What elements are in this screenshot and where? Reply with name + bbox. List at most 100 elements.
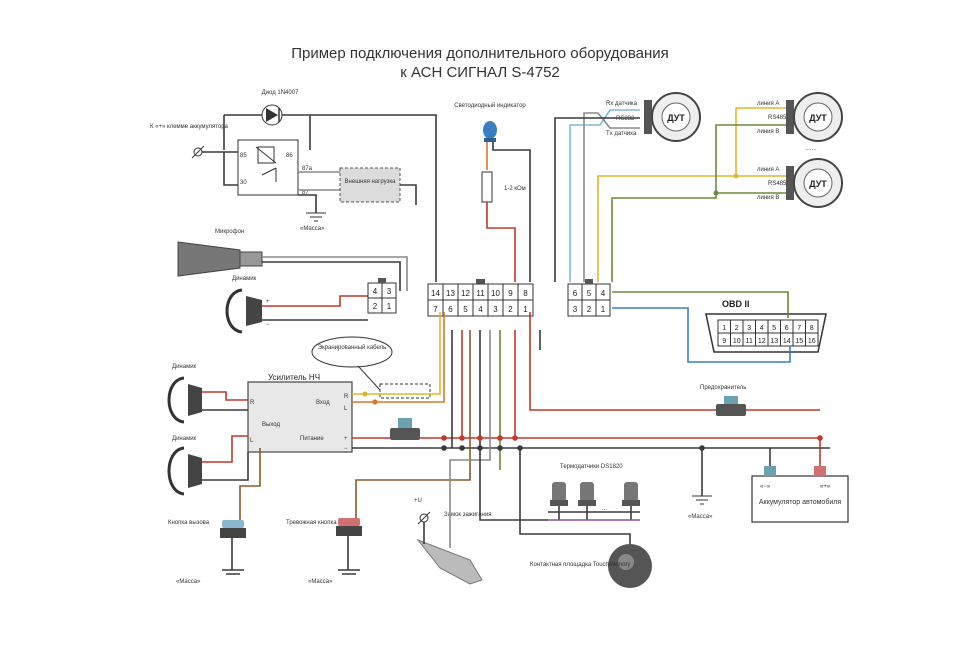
led-label: Светодиодный индикатор — [454, 102, 526, 109]
thermo-label: Термодатчики DS1820 — [560, 464, 623, 470]
relay-ground-label: «Масса» — [300, 226, 325, 232]
battery: «−» «+» Аккумулятор автомобиля — [751, 466, 849, 523]
dut-left-line-rx: Rx датчика — [606, 101, 638, 107]
main-connector-pin-10: 10 — [491, 289, 500, 298]
diagram-title-line2: к АСН СИГНАЛ S-4752 — [400, 64, 560, 81]
dut-left-line-tx: Tx датчика — [606, 131, 637, 137]
amplifier-output: Выход — [262, 422, 280, 428]
call-button: Кнопка вызова «Масса» — [168, 448, 261, 585]
amplifier-title: Усилитель НЧ — [268, 373, 320, 382]
amplifier-input-l: L — [344, 406, 348, 412]
dut-right-sensor-1: линия А RS485 линия В ДУТ ....... — [757, 92, 843, 152]
obd-pin-10: 10 — [733, 338, 741, 345]
main-connector-pin-2: 2 — [508, 305, 513, 314]
led-indicator: Светодиодный индикатор 1-2 кОм — [454, 102, 531, 282]
external-load-label: Внешняя нагрузка — [345, 179, 397, 185]
speaker-icon — [167, 376, 185, 424]
obd-title: OBD II — [722, 299, 750, 309]
obd-pin-2: 2 — [735, 325, 739, 332]
dut-right2-rs485: RS485 — [768, 181, 787, 187]
obd-pin-8: 8 — [810, 325, 814, 332]
speaker-icon — [225, 288, 262, 334]
call-button-ground: «Масса» — [176, 579, 201, 585]
obd-pin-5: 5 — [772, 325, 776, 332]
thermo-sensor-icon — [578, 482, 596, 506]
dut-right1-line-a: линия А — [757, 101, 779, 107]
thermo-sensor-icon — [550, 482, 568, 506]
obd-pin-6: 6 — [785, 325, 789, 332]
dut-dots: ....... — [805, 146, 817, 152]
obd-pin-13: 13 — [770, 338, 778, 345]
right-ground-label: «Масса» — [688, 514, 713, 520]
relay-block: Диод 1N4007 85 86 30 87a 87 К «+» клемме… — [150, 90, 437, 282]
obd-pin-3: 3 — [747, 325, 751, 332]
speaker-top-minus: − — [266, 322, 270, 328]
dut-right1-label: ДУТ — [809, 113, 827, 123]
small-connector-pin-1: 1 — [387, 302, 392, 311]
speaker-top-plus: + — [266, 299, 270, 305]
speaker-top-label: Динамик — [232, 276, 257, 282]
speaker-icon — [167, 446, 185, 496]
amplifier-input: Вход — [316, 400, 330, 406]
ignition-plus: +U — [414, 498, 422, 504]
fuse-icon — [390, 418, 420, 440]
main-connector-pin-6: 6 — [448, 305, 453, 314]
fuse-label: Предохранитель — [700, 385, 746, 391]
speaker-left-2: Динамик — [167, 435, 249, 496]
touch-memory: Контактная площадка TouchMemory — [519, 448, 652, 588]
small-connector-pin-4: 4 — [373, 287, 378, 296]
resistor-label: 1-2 кОм — [504, 186, 526, 192]
dut-left-label: ДУТ — [667, 113, 685, 123]
obd-pin-11: 11 — [746, 338, 753, 345]
dut-connector-pin-6: 6 — [573, 289, 578, 298]
main-connector-pin-13: 13 — [446, 289, 455, 298]
small-connector-pin-2: 2 — [373, 302, 378, 311]
ground-icon — [306, 212, 326, 222]
obd-pin-9: 9 — [722, 338, 726, 345]
main-connector-pin-7: 7 — [433, 305, 438, 314]
call-button-label: Кнопка вызова — [168, 520, 210, 526]
dut-right1-line-b: линия В — [757, 129, 779, 135]
amplifier-power: Питание — [300, 436, 324, 442]
ignition-lock: +U Замок зажигания — [414, 330, 491, 585]
thermo-sensor-icon — [622, 482, 640, 506]
speaker-top: Динамик + − — [225, 276, 368, 334]
ignition-label: Замок зажигания — [444, 512, 491, 518]
microphone: Микрофон — [177, 229, 408, 291]
amplifier-power-minus: − — [344, 446, 348, 452]
shielded-cable: Экранированный кабель — [311, 336, 431, 399]
amplifier-box — [247, 381, 353, 453]
relay-pin-87a: 87a — [302, 166, 313, 172]
battery-terminal-label: К «+» клемме аккумулятора — [150, 124, 229, 130]
speaker-left-2-label: Динамик — [172, 436, 197, 442]
dut-right2-line-b: линия В — [757, 195, 779, 201]
fuse-right: Предохранитель — [700, 385, 746, 416]
dut-right-sensor-2: линия А RS485 линия В ДУТ — [757, 158, 843, 208]
diode-label: Диод 1N4007 — [262, 90, 299, 96]
relay-pin-85: 85 — [240, 153, 247, 159]
alarm-button-ground: «Масса» — [308, 579, 333, 585]
resistor-icon — [481, 171, 493, 203]
relay-pin-86: 86 — [286, 153, 293, 159]
relay-pin-87: 87 — [302, 190, 309, 196]
alarm-button-label: Тревожная кнопка — [286, 520, 337, 526]
amplifier-r: R — [250, 400, 255, 406]
microphone-label: Микрофон — [215, 229, 244, 235]
diode-icon — [261, 104, 283, 126]
obd-pin-1: 1 — [722, 325, 726, 332]
alarm-button: Тревожная кнопка «Масса» — [286, 330, 471, 585]
dut-connector-pin-3: 3 — [573, 305, 578, 314]
speaker-left-1-label: Динамик — [172, 364, 197, 370]
small-connector-pin-3: 3 — [387, 287, 392, 296]
dut-right2-label: ДУТ — [809, 179, 827, 189]
obd-pin-14: 14 — [783, 338, 791, 345]
obd-pin-15: 15 — [795, 338, 803, 345]
ground-icon — [692, 495, 712, 505]
main-connector-pin-5: 5 — [463, 305, 468, 314]
obd-pin-16: 16 — [808, 338, 816, 345]
touch-memory-label: Контактная площадка TouchMemory — [530, 562, 631, 568]
small-connector: 4 3 2 1 — [367, 278, 397, 314]
